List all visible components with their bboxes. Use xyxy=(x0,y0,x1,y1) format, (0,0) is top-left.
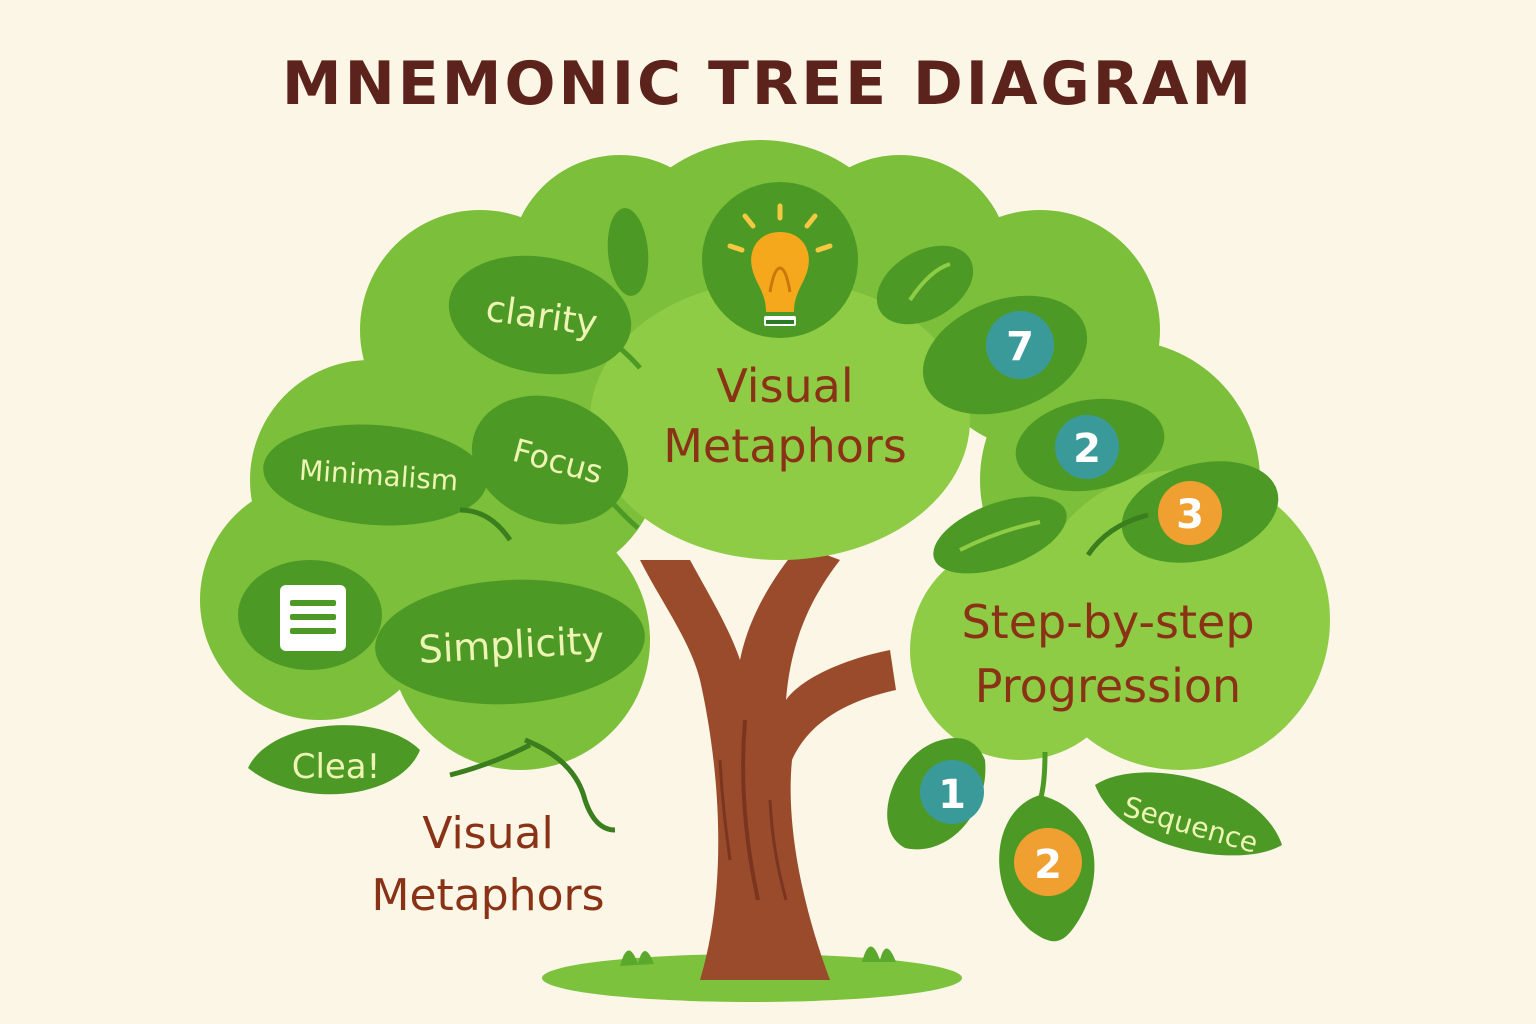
leaf-clear: Clea! xyxy=(248,725,532,795)
branch-label-visual-metaphors-bottom: Visual Metaphors xyxy=(372,808,605,921)
number-badge-teal xyxy=(1055,415,1119,479)
branch-label-top-line1: Visual xyxy=(716,359,853,413)
branch-label-top-line2: Metaphors xyxy=(663,419,907,473)
number-badge-teal xyxy=(920,760,984,824)
grass-tuft-left xyxy=(620,950,654,966)
leaf-minimalism: Minimalism xyxy=(263,424,513,542)
leaf-label-clear: Clea! xyxy=(292,747,381,787)
number-label-upper-2: 2 xyxy=(1073,426,1101,472)
branch-label-visual-metaphors-top: Visual Metaphors xyxy=(663,359,907,473)
tree-trunk xyxy=(640,545,896,980)
diagram-title: MNEMONIC TREE DIAGRAM xyxy=(282,49,1254,119)
number-label-lower-2: 2 xyxy=(1034,842,1062,888)
number-label-lower-1: 1 xyxy=(938,772,966,818)
number-badge-orange xyxy=(1158,481,1222,545)
grass-tuft-right xyxy=(862,946,896,962)
number-leaf-upper-2: 2 xyxy=(1015,398,1165,492)
number-leaf-lower-2: 2 xyxy=(999,751,1095,942)
branch-label-bottom-line1: Visual xyxy=(422,808,553,859)
decorative-leaves xyxy=(607,208,1067,574)
branch-label-step-line2: Progression xyxy=(975,659,1241,713)
branch-label-step-line1: Step-by-step xyxy=(961,595,1254,649)
number-badge-teal xyxy=(986,311,1054,379)
leaf-clarity: clarity xyxy=(448,255,642,375)
document-list-icon xyxy=(238,560,382,670)
number-label-upper-1: 7 xyxy=(1006,324,1034,370)
branch-label-step-by-step: Step-by-step Progression xyxy=(961,595,1254,713)
number-leaf-lower-1: 1 xyxy=(887,737,986,850)
lightbulb-icon xyxy=(702,182,858,338)
tree-canopy xyxy=(200,140,1330,770)
number-leaf-upper-1: 7 xyxy=(922,295,1088,415)
leaf-label-simplicity: Simplicity xyxy=(417,618,605,672)
number-leaf-upper-3: 3 xyxy=(1085,461,1279,563)
leaf-simplicity: Simplicity xyxy=(375,579,645,705)
leaf-sequence: Sequence xyxy=(1095,772,1282,860)
hanging-vine xyxy=(524,737,616,833)
number-badge-orange xyxy=(1014,828,1082,896)
leaf-focus: Focus xyxy=(471,395,640,530)
number-label-upper-3: 3 xyxy=(1176,492,1204,538)
branch-label-bottom-line2: Metaphors xyxy=(372,870,605,921)
